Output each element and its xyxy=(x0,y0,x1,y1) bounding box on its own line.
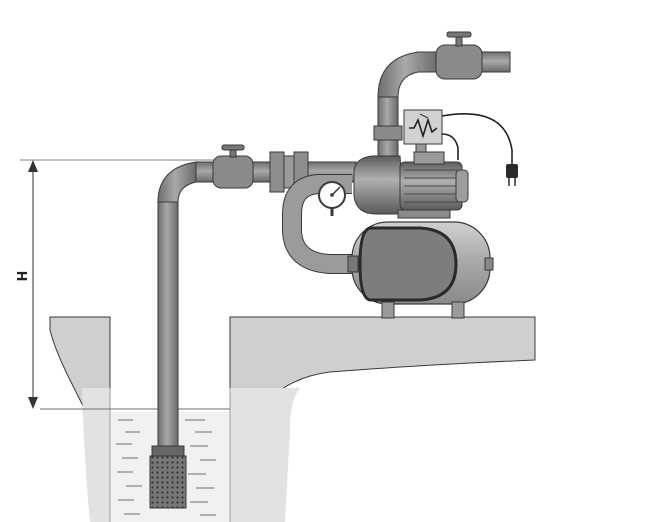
foot-valve-strainer xyxy=(149,445,187,509)
pressure-switch xyxy=(403,109,443,155)
well-shaft xyxy=(82,388,300,522)
ground xyxy=(49,316,536,421)
height-dimension: H xyxy=(16,159,225,409)
pump-body xyxy=(353,155,405,215)
power-plug xyxy=(441,113,518,186)
well-water xyxy=(40,408,230,522)
inlet-valve xyxy=(212,144,254,189)
height-label: H xyxy=(16,271,31,282)
pressure-tank xyxy=(347,221,494,319)
outlet-pipe xyxy=(373,51,511,164)
outlet-valve xyxy=(435,31,483,80)
pressure-gauge xyxy=(318,181,346,216)
gauge-pipe xyxy=(282,174,355,274)
pump-motor xyxy=(397,151,469,219)
